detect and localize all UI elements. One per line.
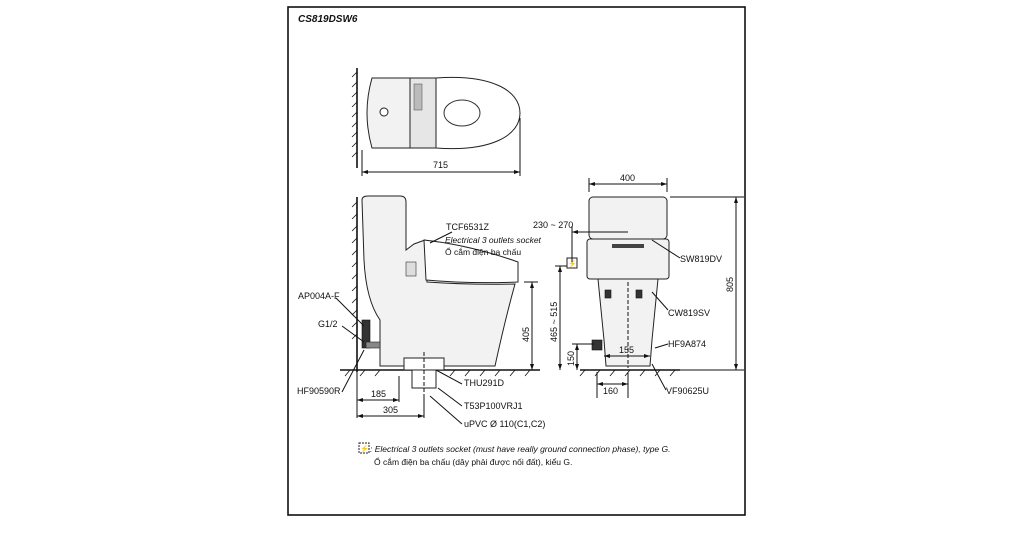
tank-top-outline (366, 77, 411, 149)
footnote-line-1: : Electrical 3 outlets socket (must have… (370, 444, 670, 454)
dim-label-405: 405 (521, 327, 531, 342)
footnote-line-2: Ổ cắm điện ba chấu (dây phải được nối đấ… (374, 456, 572, 467)
wall-hatch-side (351, 201, 358, 340)
label-flange: THU291D (464, 378, 505, 388)
svg-text:⚡: ⚡ (568, 259, 577, 268)
dim-label-160: 160 (603, 386, 618, 396)
dim-label-150: 150 (566, 351, 576, 366)
label-seat-model: TCF6531Z (446, 222, 490, 232)
label-hose2: HF9A874 (668, 339, 706, 349)
label-hose: HF90590R (297, 386, 341, 396)
dim-label-outlet-height: 465 ~ 515 (549, 302, 559, 342)
label-bolt: T53P100VRJ1 (464, 401, 523, 411)
dim-label-400: 400 (620, 173, 635, 183)
tank-front (588, 196, 668, 240)
model-title: CS819DSW6 (298, 14, 358, 25)
valve-front (591, 339, 603, 351)
label-socket: Electrical 3 outlets socket (445, 235, 542, 245)
label-valve2: VF90625U (666, 386, 709, 396)
dim-label-185: 185 (371, 389, 386, 399)
pedestal-front (597, 278, 659, 367)
top-view: 715 (351, 68, 521, 176)
socket-symbol-icon (358, 442, 370, 454)
label-pipe: uPVC Ø 110(C1,C2) (464, 419, 545, 429)
side-view: 405 185 305 TCF6531Z Electrical 3 outlet… (297, 195, 545, 429)
floor-hatch-side (344, 369, 531, 377)
dim-label-socket-offset: 230 ~ 270 (533, 220, 573, 230)
wall-hatch-top (351, 71, 358, 158)
bowl-opening (443, 99, 481, 127)
flush-button-icon (379, 107, 389, 117)
footnote: ⚡ : Electrical 3 outlets socket (must ha… (358, 442, 670, 467)
label-valve: AP004A-F (298, 291, 340, 301)
dim-label-305: 305 (383, 405, 398, 415)
dim-label-715: 715 (433, 160, 448, 170)
dim-label-155: 155 (619, 345, 634, 355)
label-bowl: CW819SV (668, 308, 710, 318)
front-view: ⚡ 400 230 ~ 270 465 ~ 515 150 155 (533, 173, 744, 398)
label-socket-vi: Ổ cắm điện ba chấu (445, 246, 521, 257)
svg-text:⚡: ⚡ (360, 444, 369, 453)
toilet-body-side (361, 195, 516, 367)
dim-label-805: 805 (725, 277, 735, 292)
seat-side (423, 239, 519, 284)
label-tank: SW819DV (680, 254, 722, 264)
label-inlet: G1/2 (318, 319, 338, 329)
